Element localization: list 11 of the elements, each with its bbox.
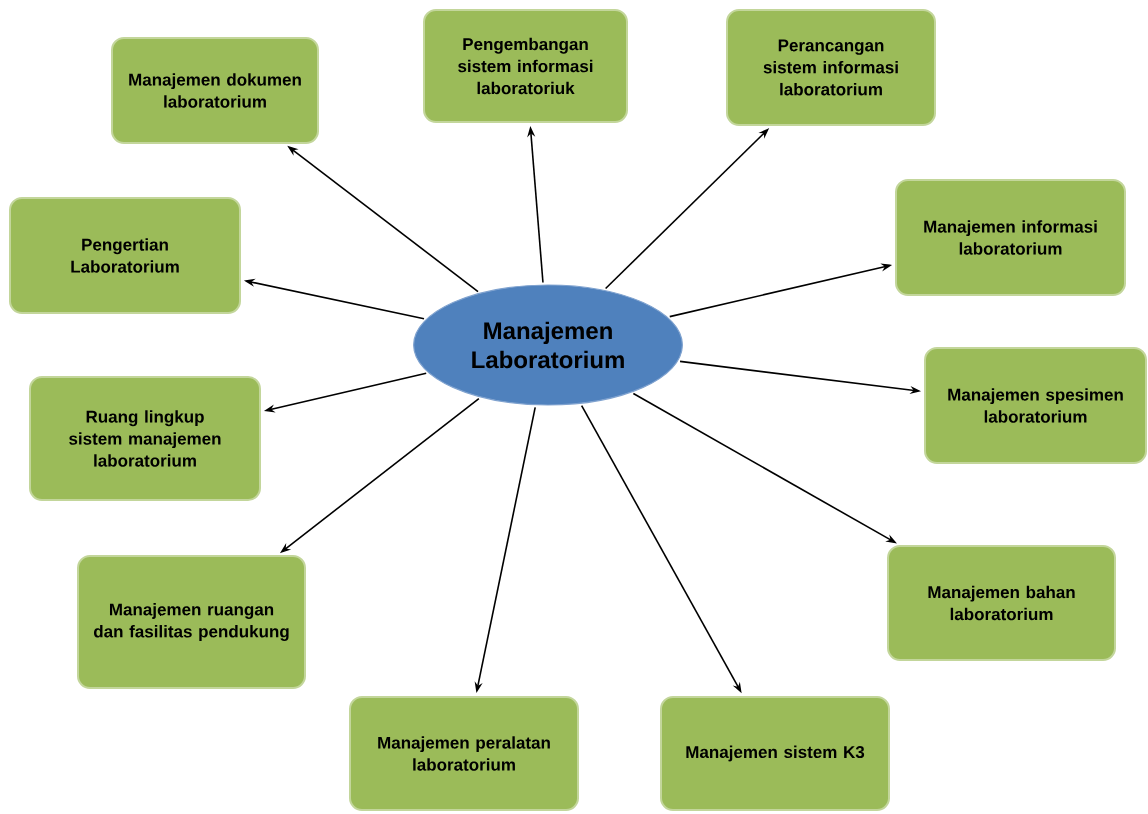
topic-box: Pengembangan sistem informasi laboratoriuk — [423, 9, 628, 123]
topic-box: Pengertian Laboratorium — [9, 197, 241, 314]
topic-box: Manajemen sistem K3 — [660, 696, 890, 811]
topic-box: Manajemen spesimen laboratorium — [924, 347, 1147, 464]
topic-box: Manajemen peralatan laboratorium — [349, 696, 579, 811]
topic-box: Perancangan sistem informasi laboratorium — [726, 9, 936, 126]
topic-box: Manajemen bahan laboratorium — [887, 545, 1116, 661]
topic-box: Manajemen dokumen laboratorium — [111, 37, 319, 144]
topic-box: Manajemen informasi laboratorium — [895, 179, 1126, 296]
topic-box: Ruang lingkup sistem manajemen laboratorium — [29, 376, 261, 501]
topic-box: Manajemen ruangan dan fasilitas pendukung — [77, 555, 306, 689]
